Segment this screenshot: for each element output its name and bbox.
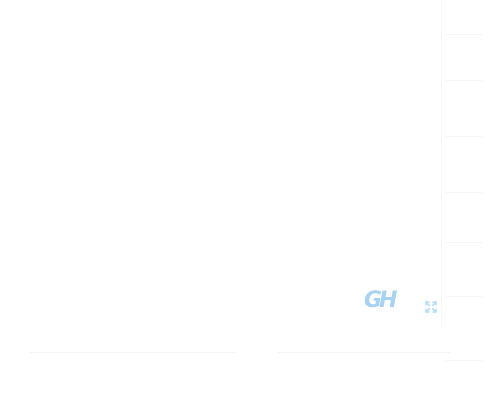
right-list-item	[446, 192, 482, 205]
bottom-caption	[232, 366, 272, 378]
right-list-item	[446, 360, 482, 373]
right-list-item	[446, 34, 482, 47]
right-list-item	[446, 80, 482, 93]
right-divider	[441, 0, 442, 330]
brand-logo: GH	[364, 286, 410, 316]
right-list-item	[446, 136, 482, 149]
right-list-item	[446, 296, 482, 309]
logo-text: GH	[364, 288, 398, 313]
fullscreen-button[interactable]	[424, 300, 438, 314]
expand-arrows-icon	[425, 301, 437, 313]
right-list-item	[446, 242, 482, 255]
bottom-rule-left	[30, 352, 235, 353]
bottom-rule-right	[278, 352, 450, 353]
